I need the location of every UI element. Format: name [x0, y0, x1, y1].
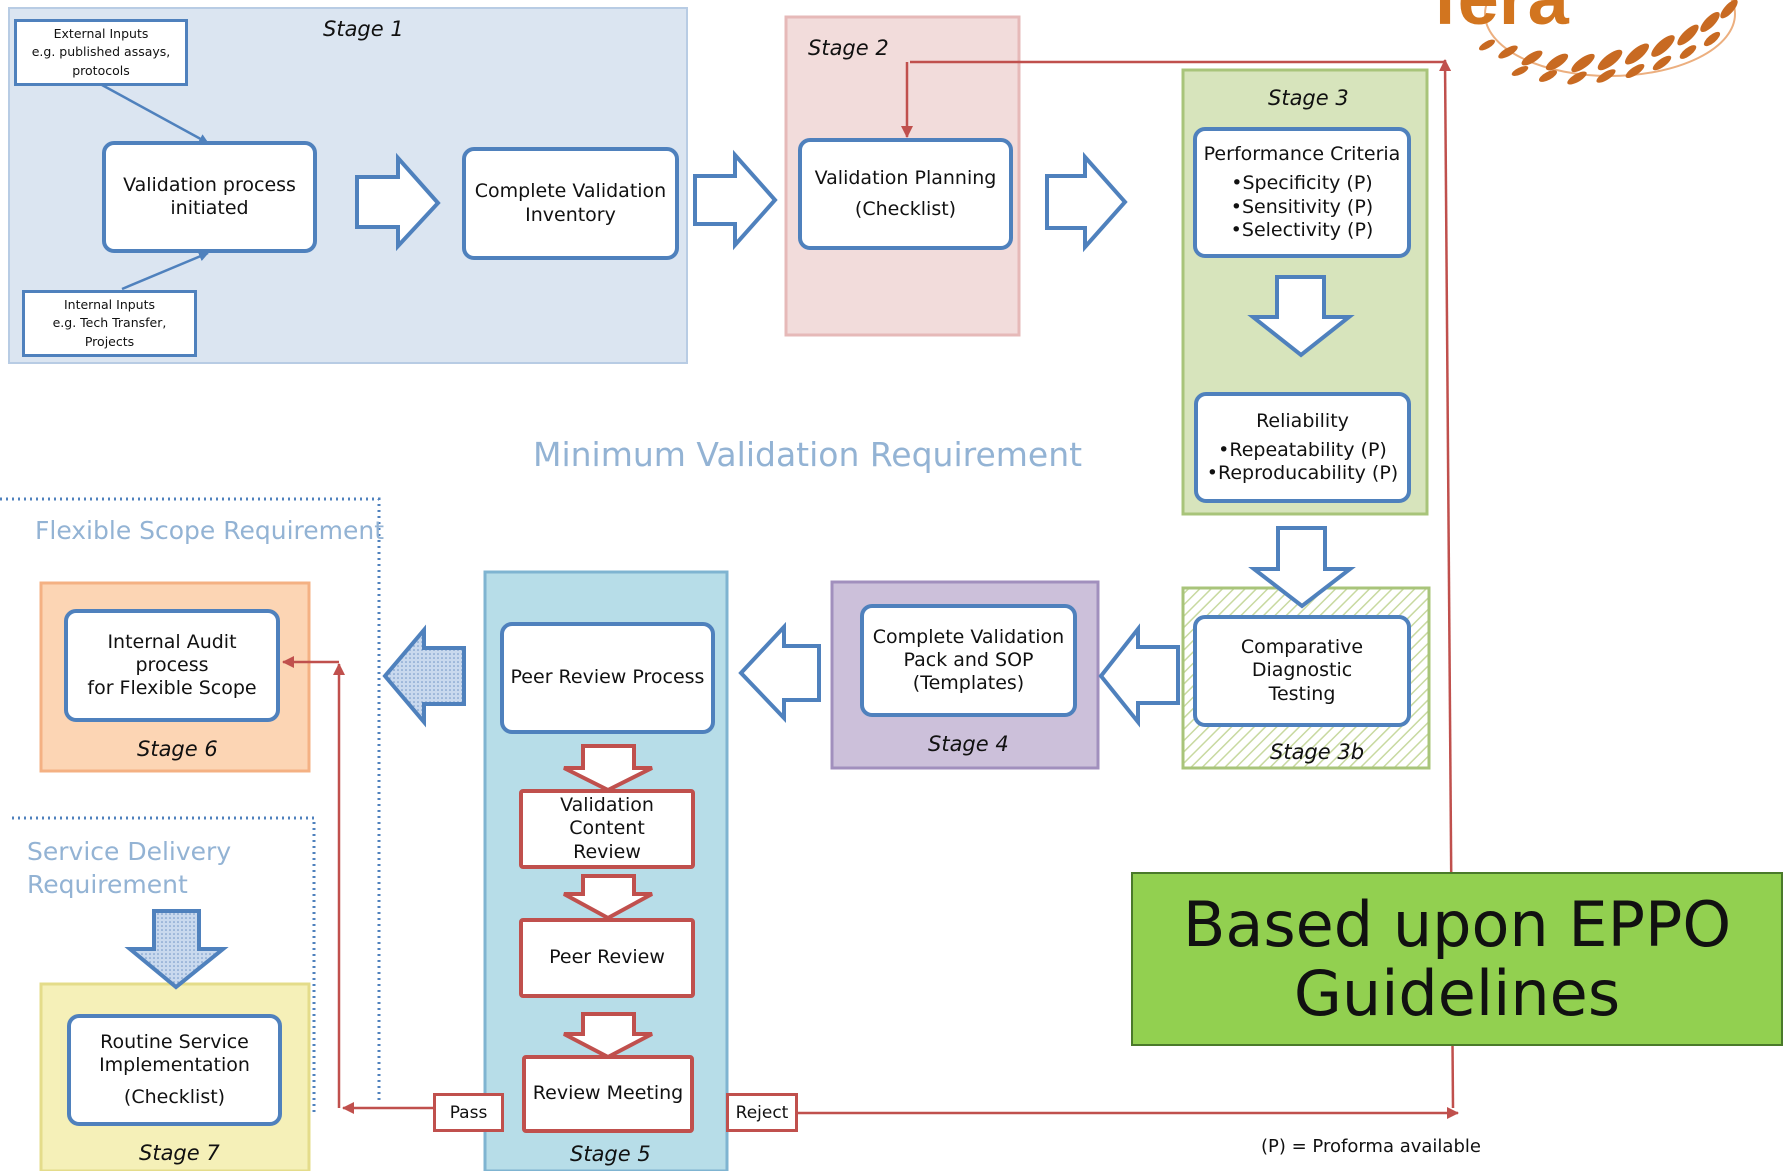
external-input-connector: [101, 83, 209, 145]
arrow-inventory-to-planning: [693, 149, 778, 251]
service-delivery-boundary: [12, 816, 316, 1113]
stage-3b-panel: [1181, 586, 1431, 770]
arrow-content-to-peerreview: [563, 874, 653, 921]
arrow-reliability-to-comparative: [1248, 526, 1356, 609]
arrow-service-to-routine: [124, 909, 229, 990]
stage-2-panel: [784, 15, 1021, 337]
arrow-peerreview-to-meeting: [563, 1012, 653, 1060]
arrow-peer-to-audit: [382, 624, 466, 728]
flexible-scope-boundary: [0, 497, 381, 1100]
fera-logo: fera: [1433, 0, 1738, 85]
stage-4-panel: [830, 580, 1100, 770]
arrow-performance-to-reliability: [1247, 275, 1355, 358]
arrow-planning-to-stage3: [1045, 151, 1128, 253]
reject-up-line: [1439, 59, 1455, 1109]
arrow-initiated-to-inventory: [355, 152, 441, 252]
arrow-pack-to-peer: [738, 621, 821, 723]
arrow-peer-to-content: [563, 744, 653, 793]
internal-input-connector: [121, 251, 209, 291]
logo-text: fera: [1433, 0, 1570, 40]
stage-5-panel: [483, 570, 729, 1171]
stage-6-panel: [39, 581, 311, 773]
arrow-comparative-to-pack: [1098, 623, 1180, 728]
stage-7-panel: [39, 982, 311, 1171]
stage-1-panel: [8, 7, 688, 364]
